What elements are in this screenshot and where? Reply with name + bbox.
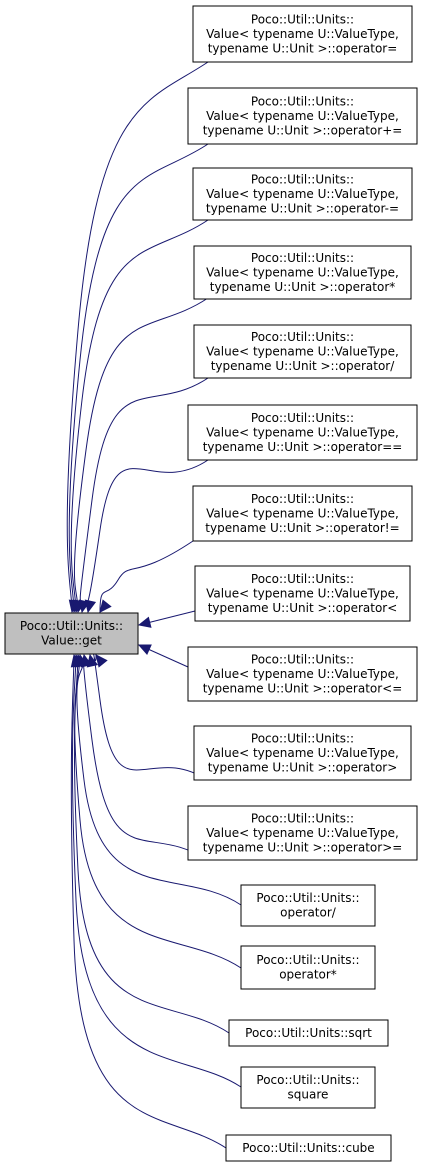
node-n0-box [192, 5, 413, 63]
node-n0-line-0: Poco::Util::Units:: [251, 12, 354, 26]
node-n10-box [187, 805, 418, 861]
edge-n15-to-root [70, 654, 227, 1149]
node-n1-line-2: typename U::Unit >::operator+= [203, 123, 403, 137]
node-n11[interactable]: Poco::Util::Units::operator/ [240, 884, 376, 927]
edge-n5-to-root [87, 459, 209, 613]
node-root-value-get[interactable]: Poco::Util::Units::Value::get [4, 612, 139, 655]
node-n9[interactable]: Poco::Util::Units::Value< typename U::Va… [193, 725, 412, 781]
node-n6[interactable]: Poco::Util::Units::Value< typename U::Va… [192, 485, 413, 542]
edge-arrowhead-5 [84, 599, 97, 614]
node-n11-line-1: operator/ [280, 906, 337, 920]
node-n2-line-1: Value< typename U::ValueType, [206, 187, 399, 201]
node-n9-box [193, 725, 412, 781]
node-n4-line-2: typename U::Unit >::operator/ [211, 359, 396, 373]
node-n13-box [228, 1019, 389, 1047]
node-n3-box [193, 245, 412, 300]
node-n10-line-0: Poco::Util::Units:: [251, 811, 354, 825]
node-n5-box [187, 404, 418, 461]
edge-arrowhead-9 [95, 654, 108, 668]
edge-n2-to-root [70, 219, 209, 613]
node-n14-line-0: Poco::Util::Units:: [256, 1073, 359, 1087]
node-n15-box [225, 1134, 392, 1162]
edge-n14-to-root [71, 654, 242, 1088]
node-n11-line-0: Poco::Util::Units:: [256, 891, 359, 905]
node-n12-line-0: Poco::Util::Units:: [256, 953, 359, 967]
node-n7-box [194, 565, 411, 622]
node-n4-box [193, 324, 412, 379]
node-n7-line-1: Value< typename U::ValueType, [206, 586, 399, 600]
node-n1-line-0: Poco::Util::Units:: [251, 94, 354, 108]
edge-arrowhead-8 [137, 644, 152, 655]
node-root-line-1: Value::get [41, 634, 102, 648]
node-n4-line-0: Poco::Util::Units:: [251, 330, 354, 344]
node-n3-line-1: Value< typename U::ValueType, [206, 265, 399, 279]
node-n15[interactable]: Poco::Util::Units::cube [225, 1134, 392, 1162]
node-n3-line-0: Poco::Util::Units:: [251, 251, 354, 265]
node-n1-line-1: Value< typename U::ValueType, [206, 109, 399, 123]
node-n5[interactable]: Poco::Util::Units::Value< typename U::Va… [187, 404, 418, 461]
node-n4-line-1: Value< typename U::ValueType, [206, 344, 399, 358]
edges-layer [66, 61, 242, 1149]
node-n7-line-0: Poco::Util::Units:: [251, 572, 354, 586]
node-n13-line-0: Poco::Util::Units::sqrt [245, 1026, 372, 1040]
node-n6-line-2: typename U::Unit >::operator!= [205, 521, 399, 535]
edge-n1-to-root [68, 143, 209, 613]
edge-n6-to-root [99, 540, 194, 613]
node-n6-line-0: Poco::Util::Units:: [251, 492, 354, 506]
nodes-layer: Poco::Util::Units::Value::getPoco::Util:… [4, 5, 418, 1162]
node-n1-box [187, 87, 418, 145]
node-n7-line-2: typename U::Unit >::operator< [208, 601, 398, 615]
node-n8-line-1: Value< typename U::ValueType, [206, 667, 399, 681]
edge-n3-to-root [73, 297, 209, 613]
node-n1[interactable]: Poco::Util::Units::Value< typename U::Va… [187, 87, 418, 145]
node-n11-box [240, 884, 376, 927]
node-n15-line-0: Poco::Util::Units::cube [242, 1141, 374, 1155]
node-n9-line-2: typename U::Unit >::operator> [208, 760, 398, 774]
edge-n13-to-root [73, 654, 230, 1034]
node-n3-line-2: typename U::Unit >::operator* [210, 280, 396, 294]
node-n9-line-1: Value< typename U::ValueType, [206, 746, 399, 760]
node-n10-line-2: typename U::Unit >::operator>= [203, 840, 403, 854]
node-n12-box [240, 945, 376, 990]
node-n12[interactable]: Poco::Util::Units::operator* [240, 945, 376, 990]
node-n8-line-0: Poco::Util::Units:: [251, 652, 354, 666]
node-n2-box [192, 167, 413, 221]
node-n3[interactable]: Poco::Util::Units::Value< typename U::Va… [193, 245, 412, 300]
edge-arrowhead-15 [70, 653, 83, 668]
node-n5-line-0: Poco::Util::Units:: [251, 411, 354, 425]
node-n2-line-2: typename U::Unit >::operator-= [206, 201, 399, 215]
node-n10-line-1: Value< typename U::ValueType, [206, 826, 399, 840]
node-n4[interactable]: Poco::Util::Units::Value< typename U::Va… [193, 324, 412, 379]
node-root-box [4, 612, 139, 655]
node-n7[interactable]: Poco::Util::Units::Value< typename U::Va… [194, 565, 411, 622]
node-n0-line-1: Value< typename U::ValueType, [206, 27, 399, 41]
node-n10[interactable]: Poco::Util::Units::Value< typename U::Va… [187, 805, 418, 861]
node-n13[interactable]: Poco::Util::Units::sqrt [228, 1019, 389, 1047]
node-n5-line-1: Value< typename U::ValueType, [206, 425, 399, 439]
node-n9-line-0: Poco::Util::Units:: [251, 731, 354, 745]
node-n0[interactable]: Poco::Util::Units::Value< typename U::Va… [192, 5, 413, 63]
node-n14-line-1: square [288, 1088, 329, 1102]
node-n0-line-2: typename U::Unit >::operator= [208, 41, 398, 55]
node-n2-line-0: Poco::Util::Units:: [251, 172, 354, 186]
node-n5-line-2: typename U::Unit >::operator== [203, 440, 403, 454]
node-n2[interactable]: Poco::Util::Units::Value< typename U::Va… [192, 167, 413, 221]
node-n8-box [187, 646, 418, 702]
node-n8-line-2: typename U::Unit >::operator<= [203, 681, 403, 695]
node-n8[interactable]: Poco::Util::Units::Value< typename U::Va… [187, 646, 418, 702]
node-n14[interactable]: Poco::Util::Units::square [240, 1066, 376, 1109]
node-n6-box [192, 485, 413, 542]
edge-n11-to-root [76, 654, 242, 906]
edge-n0-to-root [66, 61, 209, 613]
node-n6-line-1: Value< typename U::ValueType, [206, 506, 399, 520]
edge-arrowhead-6 [99, 599, 112, 613]
node-root-line-0: Poco::Util::Units:: [20, 619, 123, 633]
edge-arrowhead-7 [137, 616, 152, 628]
node-n14-box [240, 1066, 376, 1109]
node-n12-line-1: operator* [279, 968, 337, 982]
